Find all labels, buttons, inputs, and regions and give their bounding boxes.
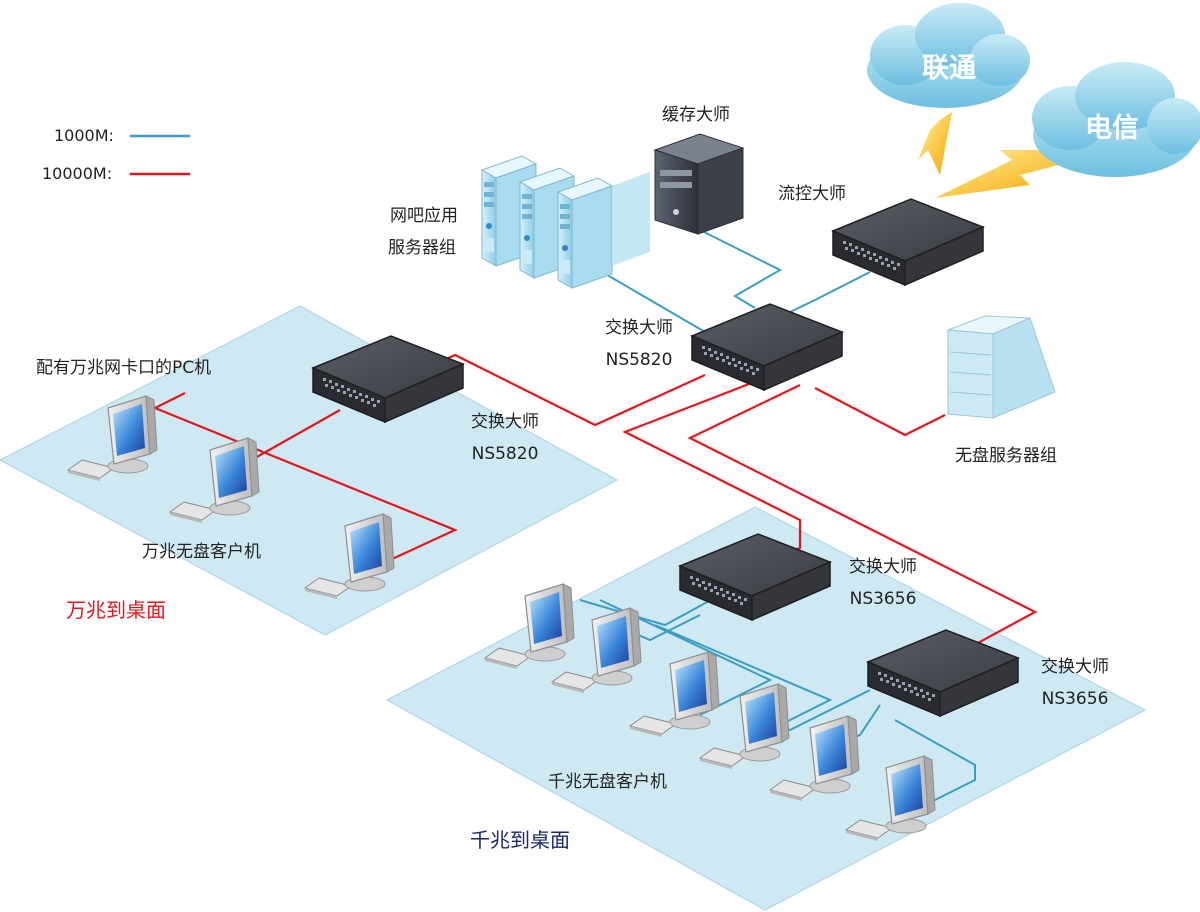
core-switch-ns5820-icon [691,303,843,391]
app-servers-label-line1: 网吧应用 [390,206,458,226]
switch-3656-b-label-line2: NS3656 [1041,689,1109,709]
zone-gig-label: 千兆到桌面 [470,828,570,852]
gig-clients-label: 千兆无盘客户机 [548,772,667,792]
core-switch-label-line2: NS5820 [605,350,673,370]
cloud-telecom-icon [1032,62,1200,177]
cloud-unicom-icon [867,3,1030,108]
switch-3656-a-label-line2: NS3656 [849,589,917,609]
flow-master-switch-icon [832,198,984,286]
switch-3656-b-label-line1: 交换大师 [1041,657,1109,677]
cloud-telecom-label: 电信 [1085,113,1139,144]
diskless-server-icon [947,315,1056,419]
cloud-unicom-label: 联通 [922,53,976,84]
switch-3656-a-label-line1: 交换大师 [849,557,917,577]
legend-10000m-label: 10000M: [42,164,113,183]
cache-server-icon [653,133,745,235]
lightning-telecom-icon [935,150,1070,198]
app-servers-label-line2: 服务器组 [388,238,456,258]
cache-master-label: 缓存大师 [662,105,730,125]
left-switch-label-line2: NS5820 [471,444,539,464]
core-switch-label-line1: 交换大师 [605,318,673,338]
flow-master-label: 流控大师 [778,184,846,204]
left-pc-label: 配有万兆网卡口的PC机 [36,358,212,378]
left-clients-label: 万兆无盘客户机 [142,542,261,562]
zone-ten-gig-label: 万兆到桌面 [66,598,166,622]
legend-1000m-label: 1000M: [54,126,114,145]
app-server-group-icon [481,155,650,289]
diskless-servers-label: 无盘服务器组 [955,446,1057,466]
left-switch-label-line1: 交换大师 [471,412,539,432]
pc-icon [484,583,575,670]
lightning-unicom-icon [918,112,952,175]
